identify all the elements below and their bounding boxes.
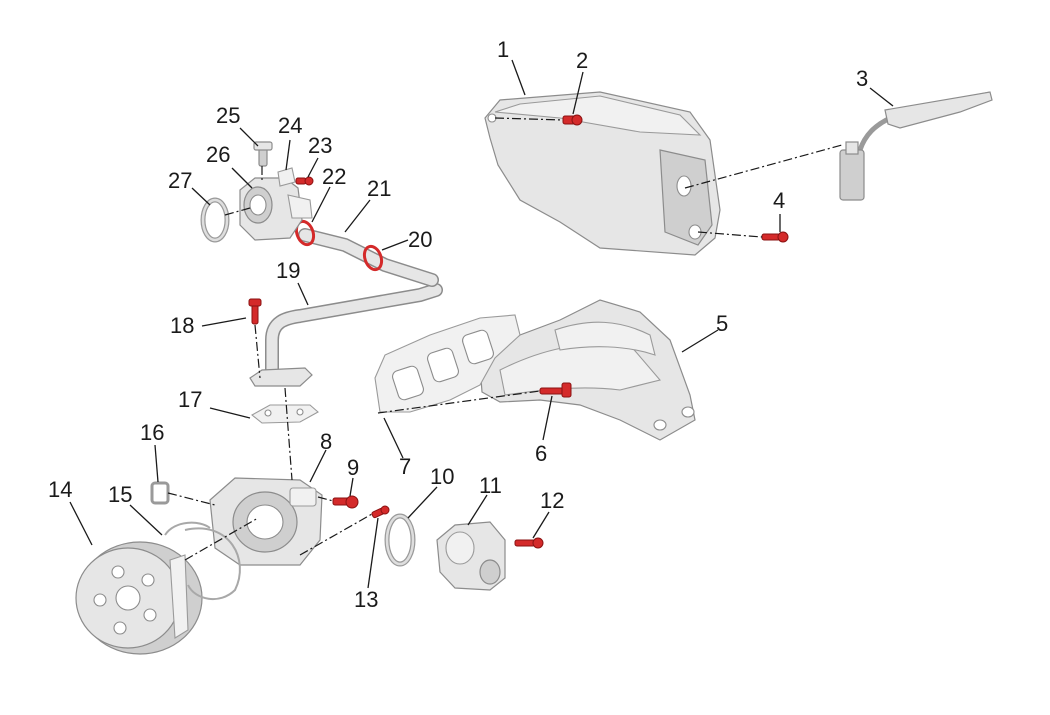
callout-4: 4 (773, 188, 785, 213)
bolt-23 (295, 176, 314, 186)
pipe-bolt-18 (248, 298, 262, 325)
o-ring-10 (384, 513, 416, 567)
temperature-sensor-25 (253, 141, 273, 167)
oxygen-sensor-part (839, 91, 993, 201)
water-pump-pulley-part (75, 541, 203, 655)
manifold-gasket-part (374, 314, 521, 413)
flange-gasket-17 (251, 404, 319, 424)
callout-13: 13 (354, 587, 378, 612)
callout-3: 3 (856, 66, 868, 91)
thermostat-housing-part (436, 521, 506, 591)
callout-20: 20 (408, 227, 432, 252)
callout-15: 15 (108, 482, 132, 507)
housing-bolt-9 (332, 495, 359, 509)
callout-10: 10 (430, 464, 454, 489)
callout-26: 26 (206, 142, 230, 167)
callout-14: 14 (48, 477, 72, 502)
callout-27: 27 (168, 168, 192, 193)
bolt-13 (371, 505, 390, 519)
coolant-outlet-housing-26 (239, 177, 313, 241)
seal-16 (150, 481, 170, 505)
callout-1: 1 (497, 37, 509, 62)
callout-2: 2 (576, 48, 588, 73)
callout-12: 12 (540, 488, 564, 513)
hose-clamp-20 (362, 244, 384, 272)
assembly-lines (167, 117, 843, 561)
callout-25: 25 (216, 103, 240, 128)
callout-19: 19 (276, 258, 300, 283)
callout-9: 9 (347, 455, 359, 480)
gasket-27 (200, 197, 230, 243)
callout-5: 5 (716, 311, 728, 336)
leader-lines (69, 59, 894, 589)
callout-17: 17 (178, 387, 202, 412)
callout-23: 23 (308, 133, 332, 158)
heat-shield-bolt-2 (562, 114, 583, 126)
water-pump-housing-part (209, 477, 323, 566)
callout-8: 8 (320, 429, 332, 454)
callout-6: 6 (535, 441, 547, 466)
callout-7: 7 (399, 454, 411, 479)
callout-21: 21 (367, 176, 391, 201)
callout-16: 16 (140, 420, 164, 445)
thermostat-bolt-12 (514, 537, 544, 549)
manifold-bolt-6 (539, 382, 572, 398)
callout-24: 24 (278, 113, 302, 138)
pump-gasket-15 (164, 521, 241, 600)
exhaust-manifold-part (479, 299, 696, 441)
callout-labels: 1 2 3 4 5 6 7 8 9 10 11 12 13 14 15 16 1… (48, 37, 868, 612)
callout-11: 11 (479, 473, 502, 498)
heat-shield-part (484, 91, 721, 256)
coolant-pipe-19 (249, 283, 443, 387)
heat-shield-bolt-4 (761, 231, 789, 243)
callout-18: 18 (170, 313, 194, 338)
bracket-24 (277, 167, 296, 187)
callout-22: 22 (322, 164, 346, 189)
